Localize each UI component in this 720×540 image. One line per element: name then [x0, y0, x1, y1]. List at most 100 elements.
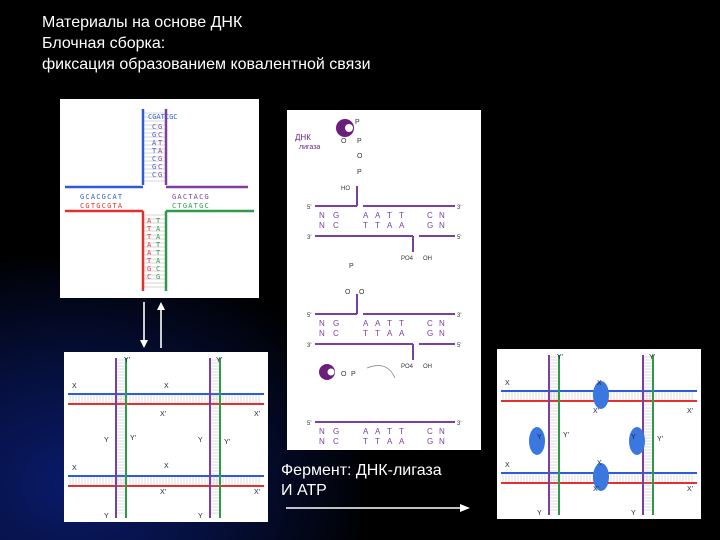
- ho-1: HO: [341, 186, 350, 192]
- final-bottom-base: A: [387, 437, 393, 446]
- label-xp: X': [687, 408, 693, 415]
- top-right-base: G: [158, 123, 162, 131]
- step1-end-3: 3': [457, 205, 461, 211]
- up-arrow-head: [157, 302, 165, 310]
- step2-top-base: C: [427, 319, 433, 328]
- bottom-right-base: A: [156, 257, 161, 265]
- step2-top-base: N: [319, 319, 325, 328]
- final-bottom-base: T: [375, 437, 380, 446]
- step1-po4: PO4: [401, 256, 414, 262]
- step2-bottom-base: A: [399, 329, 405, 338]
- reversible-arrows: [140, 302, 165, 348]
- final-top-base: G: [333, 427, 339, 436]
- slide-title: Материалы на основе ДНК Блочная сборка: …: [42, 12, 371, 75]
- final-bottom-base: C: [333, 437, 339, 446]
- label-xp: X': [160, 411, 166, 418]
- bottom-left-base: T: [147, 233, 152, 241]
- title-line-2: Блочная сборка:: [42, 35, 166, 52]
- top-right-base: A: [158, 147, 163, 155]
- final-bottom-base: N: [319, 437, 325, 446]
- final-top-base: N: [319, 427, 325, 436]
- ligase-pocket-2: [327, 368, 335, 376]
- label-yp: Y': [130, 435, 136, 442]
- label-xp: X': [254, 489, 260, 496]
- step2-end-3: 3': [457, 313, 461, 319]
- enzyme-caption: Фермент: ДНК-лигаза И АТР: [281, 461, 442, 501]
- step2-end-5b: 5': [457, 343, 461, 349]
- bottom-left-base: C: [147, 273, 151, 281]
- label-y: Y: [198, 513, 203, 520]
- ligase-pocket: [345, 124, 353, 132]
- label-y: Y: [537, 434, 542, 441]
- step1-top-base: T: [387, 211, 392, 220]
- label-yp: Y': [657, 436, 663, 443]
- ligase-label-2: лигаза: [299, 144, 320, 151]
- step1-bottom-base: N: [319, 221, 325, 230]
- label-y: Y: [537, 510, 542, 517]
- final-end-3: 3': [457, 421, 461, 427]
- step2-bottom-base: N: [319, 329, 325, 338]
- bottom-right-base: T: [156, 249, 161, 257]
- bottom-right-base: A: [156, 225, 161, 233]
- ligation-node-2: [629, 427, 645, 455]
- bottom-right-base: T: [156, 241, 161, 249]
- oxygen-5: O: [341, 371, 347, 378]
- final-top-base: C: [427, 427, 433, 436]
- step1-top-base: A: [375, 211, 381, 220]
- final-bottom-base: N: [439, 437, 445, 446]
- top-right-base: G: [158, 155, 162, 163]
- top-left-base: G: [152, 163, 156, 171]
- label-xp: X': [593, 486, 599, 493]
- label-x: X: [597, 380, 602, 387]
- step2-bottom-base: C: [333, 329, 339, 338]
- top-left-base: C: [152, 155, 156, 163]
- label-x: X: [72, 465, 77, 472]
- bottom-left-base: A: [147, 249, 152, 257]
- arm-left-top-seq: GCACGCAT: [80, 193, 123, 201]
- step2-bottom-base: N: [439, 329, 445, 338]
- arm-right-top-seq: GACTACG: [172, 193, 210, 201]
- step2-po4: PO4: [401, 364, 414, 370]
- top-right-base: C: [158, 131, 162, 139]
- phosphate-2: P: [357, 138, 362, 145]
- step1-top-base: G: [333, 211, 339, 220]
- step1-top-base: A: [363, 211, 369, 220]
- step2-bottom-base: T: [363, 329, 368, 338]
- caption-line-1: Фермент: ДНК-лигаза: [281, 462, 442, 479]
- label-y: Y: [198, 437, 203, 444]
- label-yp: Y': [649, 354, 655, 361]
- label-x: X: [505, 462, 510, 469]
- ligation-node-1: [593, 463, 609, 491]
- label-xp: X': [687, 486, 693, 493]
- label-x: X: [597, 460, 602, 467]
- oxygen-1: O: [341, 138, 347, 145]
- step2-oh: OH: [423, 364, 432, 370]
- final-bottom-base: A: [399, 437, 405, 446]
- ligation-node-0: [593, 381, 609, 409]
- label-yp: Y': [216, 357, 222, 364]
- ligation-node-3: [529, 427, 545, 455]
- bottom-right-base: A: [156, 233, 161, 241]
- step2-top-base: T: [399, 319, 404, 328]
- label-xp: X': [593, 408, 599, 415]
- final-top-base: T: [387, 427, 392, 436]
- step1-bottom-base: A: [399, 221, 405, 230]
- bottom-left-base: A: [147, 241, 152, 249]
- label-x: X: [72, 383, 77, 390]
- step1-top-base: C: [427, 211, 433, 220]
- step2-bottom-base: A: [387, 329, 393, 338]
- final-bottom-base: T: [363, 437, 368, 446]
- bottom-left-base: T: [147, 257, 152, 265]
- oxygen-4: O: [359, 289, 365, 296]
- ligation-arrow-head: [460, 504, 470, 512]
- final-top-base: A: [363, 427, 369, 436]
- step2-end-5: 5': [307, 313, 311, 319]
- label-yp: Y': [224, 439, 230, 446]
- step1-bottom-base: G: [427, 221, 433, 230]
- ligase-enzyme-icon-2: [319, 364, 335, 380]
- top-left-base: G: [152, 131, 156, 139]
- bottom-left-base: T: [147, 225, 152, 233]
